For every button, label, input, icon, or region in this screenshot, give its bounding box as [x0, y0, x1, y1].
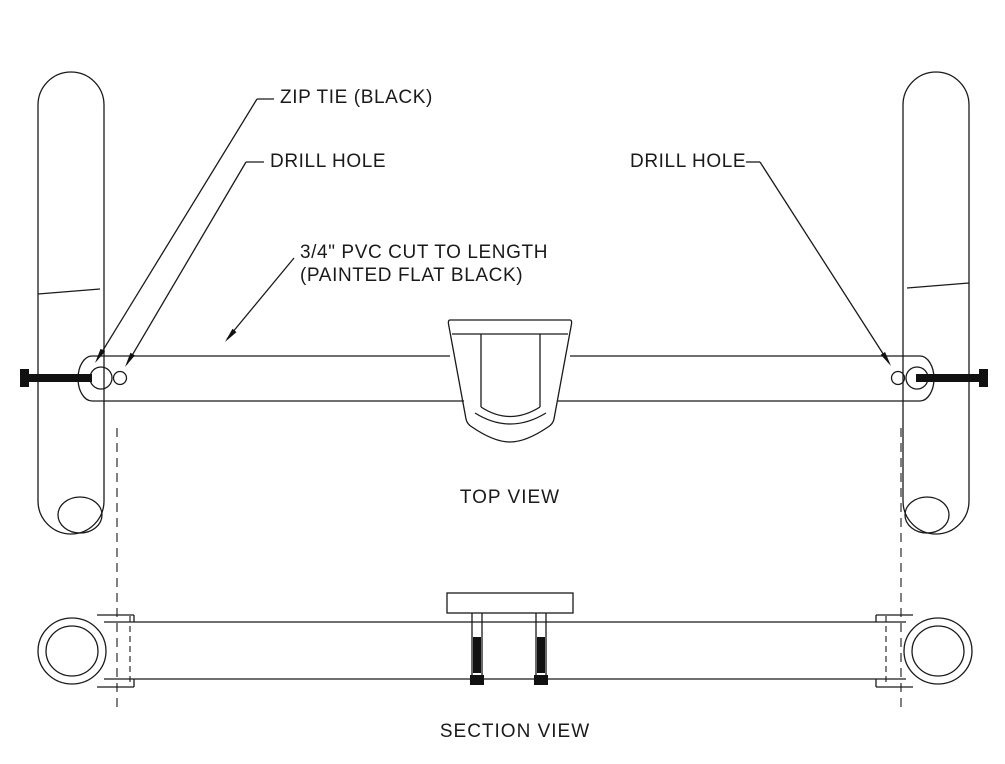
- left-tube-end-cap: [57, 496, 103, 534]
- drill-hole-left-label: DRILL HOLE: [270, 151, 386, 172]
- zip-tie-leader-line: [96, 98, 258, 361]
- left-tube-seam-line: [37, 288, 101, 295]
- center-mount-bottom-rim: [474, 412, 547, 425]
- zip-tie-leader-arrowhead: [95, 348, 106, 363]
- center-mount-outline: [447, 319, 573, 443]
- left-fitting-outer-ring: [37, 617, 107, 685]
- section-view: SECTION VIEW: [37, 592, 973, 742]
- section-view-caption: SECTION VIEW: [440, 721, 590, 742]
- pvc-note-line1: 3/4" PVC CUT TO LENGTH: [300, 242, 548, 263]
- drill-hole-left-leader-line: [126, 161, 247, 365]
- bolt2-shaft: [537, 637, 545, 673]
- drill-hole-right-leader-arrowhead: [880, 352, 891, 366]
- zip-tie-label: ZIP TIE (BLACK): [280, 87, 433, 108]
- drill-hole-left-leader-arrowhead: [125, 352, 135, 367]
- right-fitting-inner-ring: [911, 625, 965, 677]
- left-tube: [37, 71, 105, 535]
- top-view-caption: TOP VIEW: [460, 487, 560, 508]
- right-tube-end-cap: [904, 496, 950, 534]
- pvc-note-leader-line: [226, 257, 295, 340]
- left-zip-tie: [28, 374, 92, 382]
- right-tube-seam-line: [906, 282, 970, 289]
- right-zip-tie: [916, 374, 980, 382]
- left-pipe-end-circle: [89, 366, 113, 390]
- pvc-note-line2: (PAINTED FLAT BLACK): [300, 265, 523, 286]
- section-mount-plate: [446, 592, 574, 614]
- bolt1-nut: [470, 675, 484, 685]
- left-drill-hole: [112, 370, 128, 386]
- top-view: ZIP TIE (BLACK) DRILL HOLE DRILL HOLE 3/…: [20, 71, 988, 535]
- right-drill-hole: [890, 370, 906, 386]
- drill-hole-right-label: DRILL HOLE: [630, 151, 746, 172]
- center-mount-slot-bottom: [480, 406, 541, 418]
- right-fitting-outer-ring: [903, 617, 973, 685]
- bolt2-nut: [534, 675, 548, 685]
- left-fitting-inner-ring: [45, 625, 99, 677]
- bolt1-shaft: [473, 637, 481, 673]
- pvc-note-leader-arrowhead: [225, 328, 237, 342]
- right-tube: [902, 71, 970, 535]
- drill-hole-right-leader-line: [759, 161, 890, 364]
- left-zip-tie-head: [20, 369, 29, 387]
- right-zip-tie-head: [979, 369, 988, 387]
